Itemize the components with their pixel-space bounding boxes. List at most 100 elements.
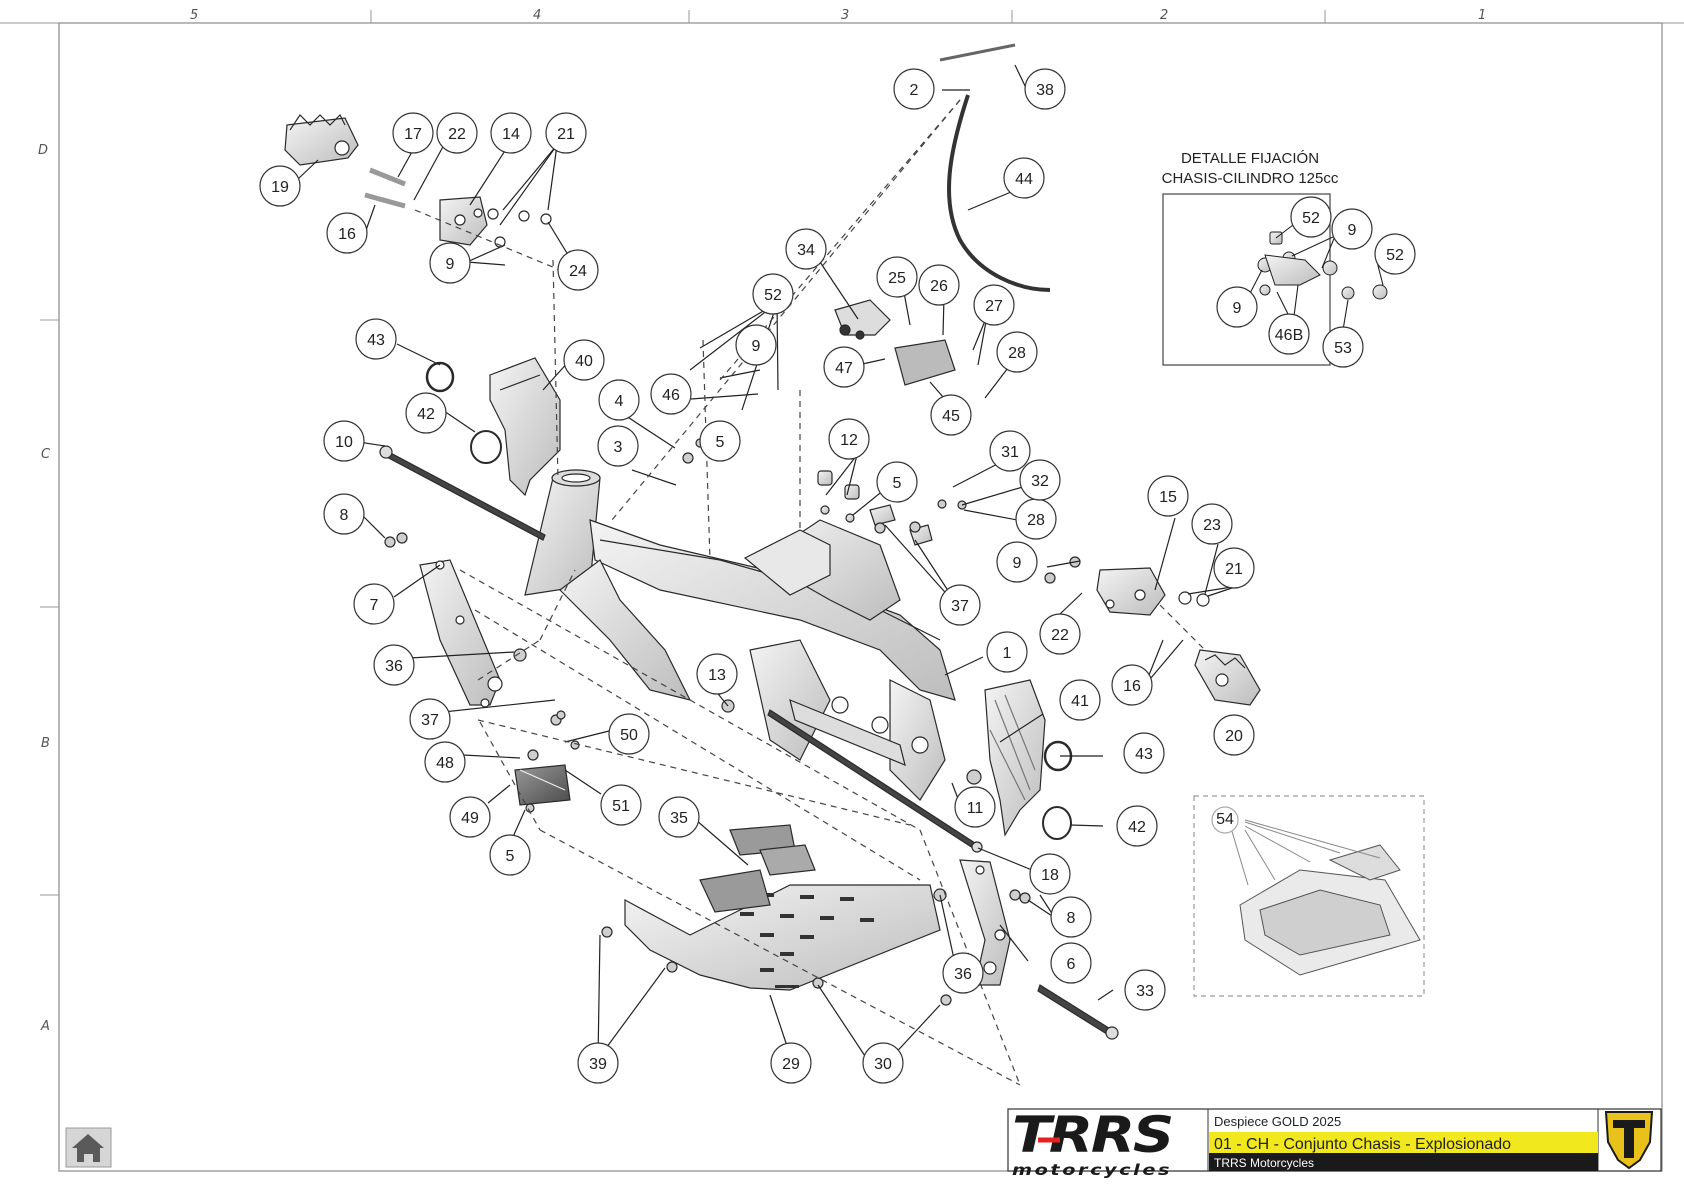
callout-circle — [1019, 459, 1061, 501]
callout-circle — [973, 284, 1015, 326]
callout-circle — [1123, 732, 1165, 774]
callout-number: 52 — [1386, 247, 1404, 264]
callout-c23: 23 — [1191, 503, 1233, 545]
right-frame-guard-part — [984, 679, 1046, 837]
footpeg-detail-54 — [1193, 795, 1425, 997]
callout-c4: 4 — [598, 379, 640, 421]
callout-number: 40 — [575, 353, 593, 370]
callout-c37a: 37 — [409, 698, 451, 740]
callout-number: 43 — [1135, 746, 1153, 763]
callout-number: 19 — [271, 179, 289, 196]
callout-circle — [449, 796, 491, 838]
callout-circle — [489, 834, 531, 876]
title-line1: Despiece GOLD 2025 — [1214, 1114, 1341, 1129]
callout-c18: 18 — [1029, 853, 1071, 895]
callout-number: 21 — [557, 126, 575, 143]
callout-number: 27 — [985, 298, 1003, 315]
column-label: 1 — [1478, 8, 1486, 23]
o-rings-part — [425, 361, 1073, 840]
callout-circle — [577, 1042, 619, 1084]
title-line3-bg — [1209, 1153, 1598, 1171]
callout-c15: 15 — [1147, 475, 1189, 517]
callout-circle — [876, 256, 918, 298]
callout-c22a: 22 — [436, 112, 478, 154]
callout-circle — [989, 430, 1031, 472]
callout-number: 30 — [874, 1056, 892, 1073]
detail-title-line2: CHASIS-CILINDRO 125cc — [1162, 170, 1339, 187]
callout-c54: 54 — [1211, 806, 1239, 834]
callout-c9c: 9 — [996, 541, 1038, 583]
callout-circle — [373, 644, 415, 686]
callout-c39: 39 — [577, 1042, 619, 1084]
callout-circle — [1024, 68, 1066, 110]
callout-number: 36 — [385, 658, 403, 675]
callout-number: 23 — [1203, 517, 1221, 534]
callout-c38: 38 — [1024, 68, 1066, 110]
callout-circle — [1374, 233, 1416, 275]
callout-c31: 31 — [989, 430, 1031, 472]
callout-c40: 40 — [563, 339, 605, 381]
callout-number: 24 — [569, 263, 587, 280]
callout-c41: 41 — [1059, 679, 1101, 721]
left-frame-guard-part — [489, 357, 561, 497]
callout-number: 8 — [1067, 910, 1076, 927]
title-line2-bg — [1209, 1132, 1598, 1153]
callout-c43b: 43 — [1123, 732, 1165, 774]
callout-circle — [828, 418, 870, 460]
callout-c47: 47 — [823, 346, 865, 388]
callout-number: 38 — [1036, 82, 1054, 99]
callout-circle — [1111, 664, 1153, 706]
callout-d53: 53 — [1322, 326, 1364, 368]
callout-number: 43 — [367, 332, 385, 349]
callout-circle — [1124, 969, 1166, 1011]
callout-circle — [353, 583, 395, 625]
callout-number: 51 — [612, 798, 630, 815]
callout-c44: 44 — [1003, 157, 1045, 199]
callout-number: 22 — [1051, 627, 1069, 644]
callout-circle — [862, 1042, 904, 1084]
callout-number: 42 — [417, 406, 435, 423]
callout-c25: 25 — [876, 256, 918, 298]
callout-c9b: 9 — [735, 324, 777, 366]
callout-c42b: 42 — [1116, 805, 1158, 847]
callout-circle — [600, 784, 642, 826]
callout-circle — [1050, 896, 1092, 938]
callout-circle — [918, 264, 960, 306]
callout-circle — [429, 242, 471, 284]
callout-c36b: 36 — [942, 952, 984, 994]
exploded-parts-illustration — [284, 43, 1261, 1040]
callout-circle — [424, 741, 466, 783]
callout-c28b: 28 — [1015, 498, 1057, 540]
callout-number: 45 — [942, 408, 960, 425]
title-line2: 01 - CH - Conjunto Chasis - Explosionado — [1214, 1136, 1511, 1153]
callout-number: 54 — [1216, 811, 1234, 828]
home-button[interactable] — [65, 1127, 112, 1168]
callout-c46: 46 — [650, 373, 692, 415]
callout-c52: 52 — [752, 273, 794, 315]
callout-number: 41 — [1071, 693, 1089, 710]
callout-circle — [409, 698, 451, 740]
callout-circle — [954, 786, 996, 828]
callout-c33: 33 — [1124, 969, 1166, 1011]
callout-number: 9 — [446, 256, 455, 273]
callout-c21a: 21 — [545, 112, 587, 154]
right-footpeg-part — [1194, 649, 1261, 706]
callout-circle — [893, 68, 935, 110]
callout-circle — [598, 379, 640, 421]
callout-c49: 49 — [449, 796, 491, 838]
callout-number: 46B — [1275, 327, 1303, 344]
callout-circle — [405, 392, 447, 434]
callout-number: 4 — [615, 393, 624, 410]
callout-number: 12 — [840, 432, 858, 449]
callout-d52b: 52 — [1374, 233, 1416, 275]
callout-c14: 14 — [490, 112, 532, 154]
callout-circle — [392, 112, 434, 154]
callout-number: 22 — [448, 126, 466, 143]
callout-c10: 10 — [323, 420, 365, 462]
long-bolt-part — [379, 445, 1119, 1040]
callout-circle — [1003, 157, 1045, 199]
skid-rubber-part — [699, 824, 816, 913]
callout-c51: 51 — [600, 784, 642, 826]
callout-number: 18 — [1041, 867, 1059, 884]
callout-number: 11 — [967, 800, 984, 817]
